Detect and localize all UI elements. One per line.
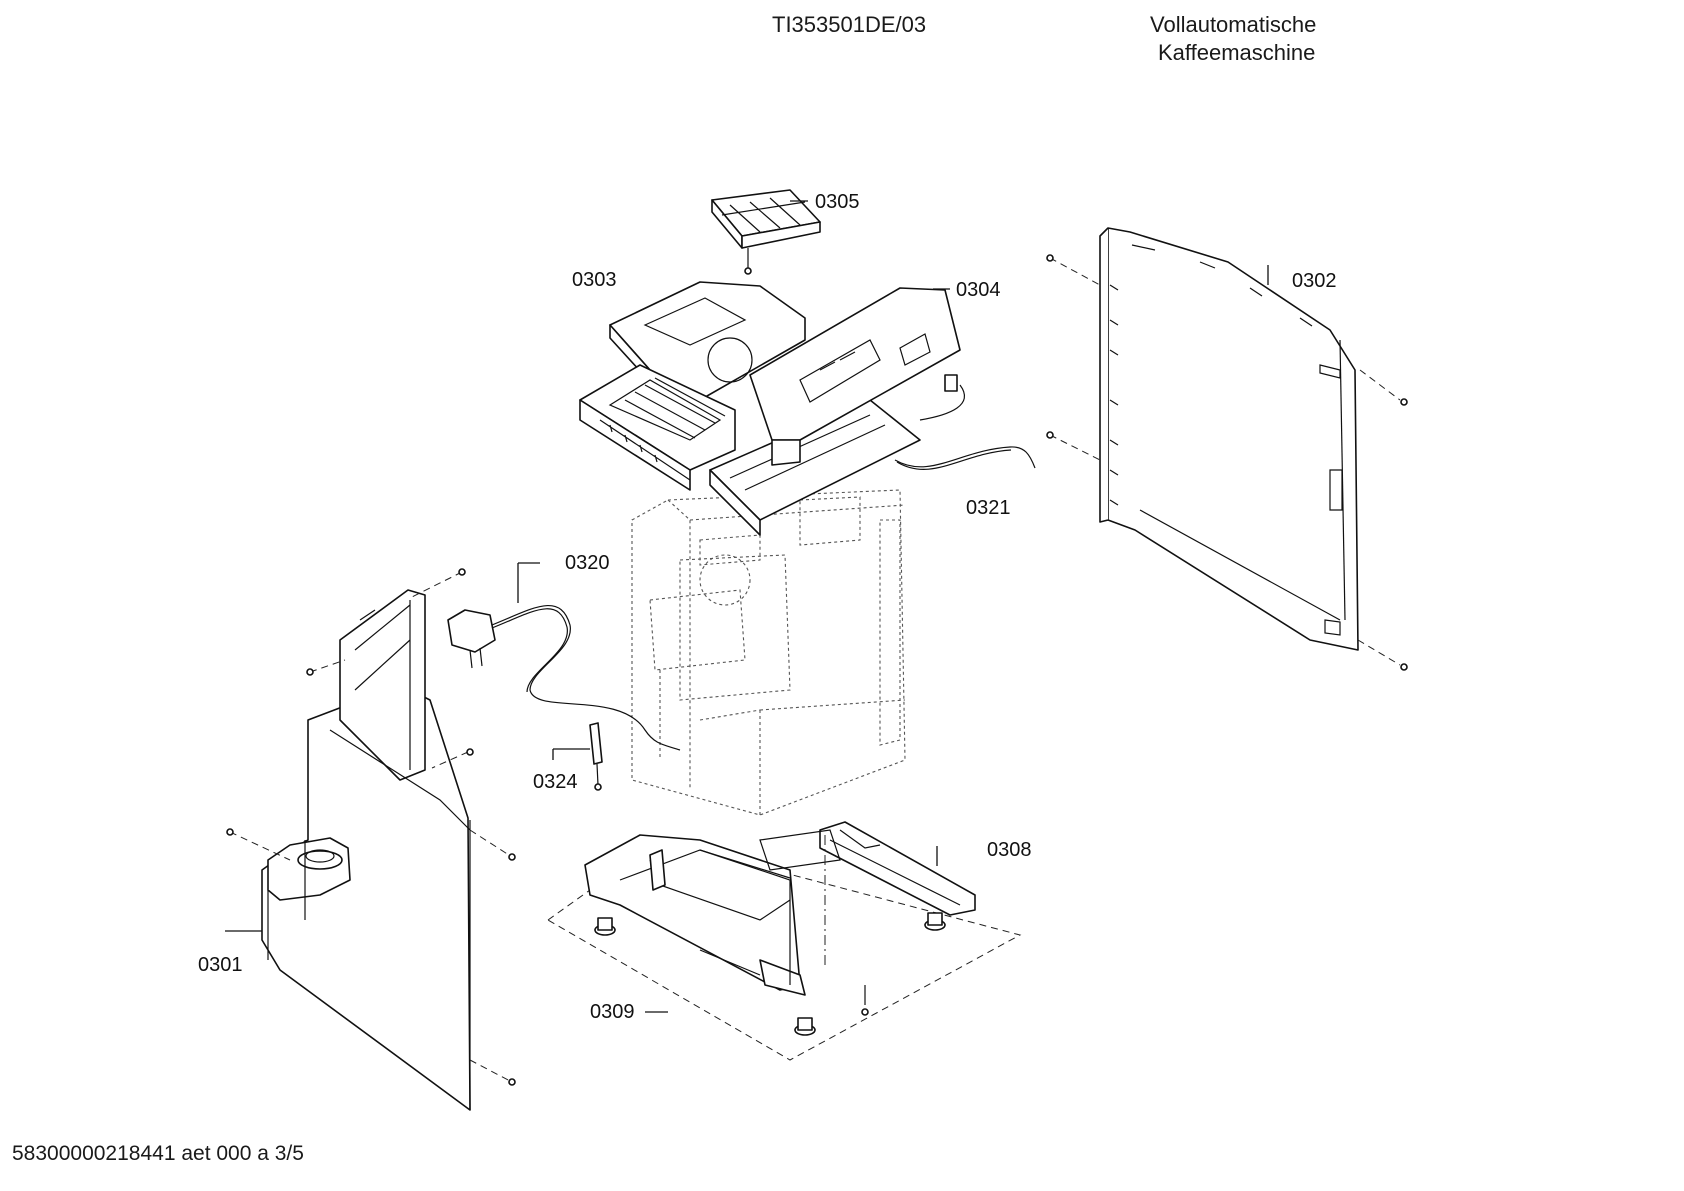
part-0301-water-tank[interactable] [261, 589, 471, 1111]
screw-icon [431, 748, 474, 769]
part-0308-base-rail[interactable] [759, 821, 976, 916]
part-0321-cable[interactable] [894, 446, 1036, 471]
part-0304-control-panel[interactable] [749, 287, 966, 466]
label-0324: 0324 [533, 771, 578, 793]
screws [226, 254, 1408, 1086]
label-0308: 0308 [987, 839, 1032, 861]
screw-icon [1359, 369, 1408, 406]
part-0309-base-frame[interactable] [547, 834, 1022, 1061]
screw-icon [824, 835, 869, 1016]
part-0305-grid[interactable] [711, 189, 821, 275]
label-0304: 0304 [956, 279, 1001, 301]
part-0324-cleaning-brush[interactable] [589, 722, 603, 791]
label-0302: 0302 [1292, 270, 1337, 292]
part-0303-top-cover[interactable] [579, 281, 921, 536]
title-line-1: Vollautomatische [1150, 12, 1317, 37]
label-0321: 0321 [966, 497, 1011, 519]
label-0301: 0301 [198, 954, 243, 976]
screw-icon [409, 568, 466, 599]
part-labels: 0305 0303 0304 0302 0321 0320 0324 0308 … [198, 191, 1337, 1023]
screw-icon [469, 1059, 516, 1086]
screw-icon [1357, 639, 1408, 671]
document-reference: 58300000218441 aet 000 a 3/5 [12, 1142, 304, 1165]
ghost-housing [631, 489, 906, 816]
label-0305: 0305 [815, 191, 860, 213]
screw-icon [226, 828, 291, 861]
screw-icon [1046, 431, 1101, 461]
title-line-2: Kaffeemaschine [1158, 40, 1316, 65]
screw-icon [306, 659, 346, 676]
label-0303: 0303 [572, 269, 617, 291]
label-0309: 0309 [590, 1001, 635, 1023]
leader-lines [225, 200, 1269, 1013]
screw-icon [469, 829, 516, 861]
base-feet [594, 912, 946, 1036]
label-0320: 0320 [565, 552, 610, 574]
screw-icon [1046, 254, 1101, 286]
part-0320-power-cord[interactable] [447, 605, 681, 751]
part-0302-side-panel[interactable] [1099, 227, 1359, 651]
model-number: TI353501DE/03 [772, 12, 927, 37]
